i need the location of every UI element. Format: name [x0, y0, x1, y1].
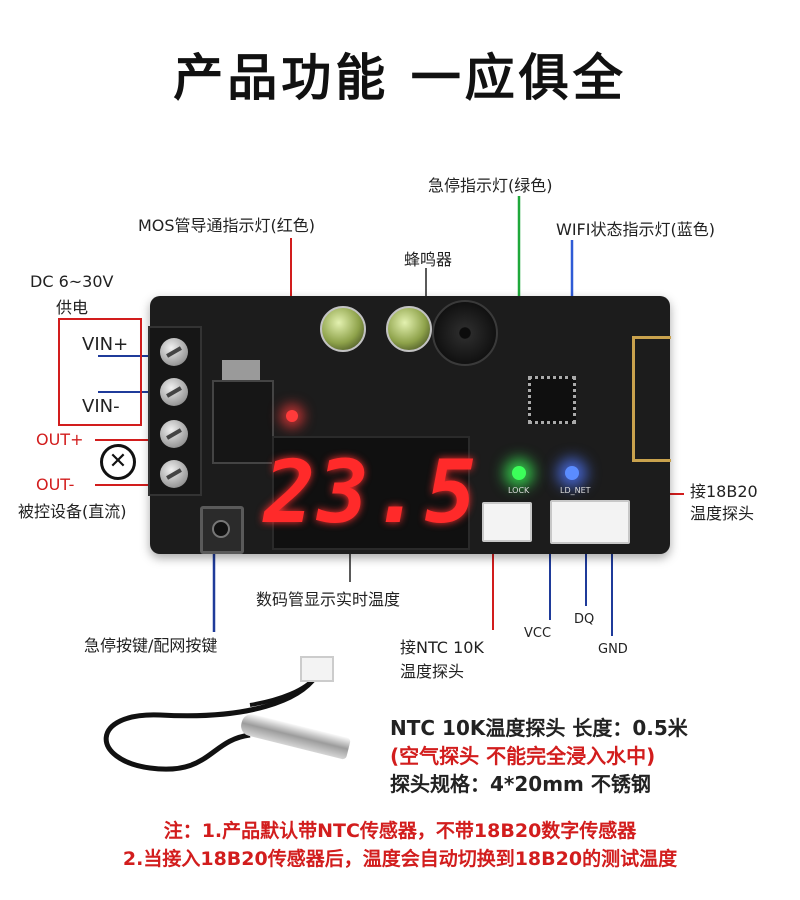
controlled-device-label: 被控设备(直流): [18, 502, 127, 521]
screw-icon: [160, 378, 188, 406]
dq-label: DQ: [574, 612, 595, 627]
wifi-chip: [528, 376, 576, 424]
ntc-label-2: 温度探头: [400, 662, 465, 681]
screw-terminal: [148, 326, 202, 496]
ntc-connector: [482, 502, 532, 542]
screw-icon: [160, 420, 188, 448]
dc-supply-label-2: 供电: [56, 298, 89, 317]
ds18b20-connector: [550, 500, 630, 544]
mos-led-label: MOS管导通指示灯(红色): [138, 216, 316, 235]
note-line-2: 2.当接入18B20传感器后，温度会自动切换到18B20的测试温度: [122, 848, 678, 870]
estop-led: [512, 466, 526, 480]
display-value: 23.5: [263, 443, 479, 543]
vin-plus-label: VIN+: [82, 334, 129, 355]
screw-icon: [160, 338, 188, 366]
buzzer-component: [432, 300, 498, 366]
lock-silkscreen: LOCK: [508, 486, 530, 495]
wifi-led: [565, 466, 579, 480]
capacitor: [320, 306, 366, 352]
spec-size: 探头规格：4*20mm 不锈钢: [390, 772, 651, 796]
estop-button[interactable]: [200, 506, 244, 554]
sensor-plug: [300, 656, 334, 682]
seven-segment-display: 23.5: [263, 436, 477, 550]
gnd-label: GND: [598, 642, 628, 657]
vcc-label: VCC: [524, 626, 552, 641]
display-label: 数码管显示实时温度: [256, 590, 401, 609]
spec-length: NTC 10K温度探头 长度：0.5米: [390, 716, 688, 740]
ds18b20-label-2: 温度探头: [690, 504, 755, 523]
button-label: 急停按键/配网按键: [84, 636, 218, 655]
mos-led: [286, 410, 298, 422]
load-symbol-icon: ✕: [100, 444, 136, 480]
out-plus-label: OUT+: [36, 430, 84, 449]
ntc-label: 接NTC 10K: [400, 638, 484, 657]
dc-supply-label: DC 6~30V: [30, 272, 114, 291]
spec-warning: (空气探头 不能完全浸入水中): [390, 744, 656, 768]
capacitor: [386, 306, 432, 352]
wifi-led-label: WIFI状态指示灯(蓝色): [556, 220, 715, 239]
net-silkscreen: LD_NET: [560, 486, 591, 495]
buzzer-label: 蜂鸣器: [404, 250, 453, 269]
pcb-antenna: [632, 336, 671, 462]
page-title: 产品功能 一应俱全: [173, 49, 627, 107]
mosfet-component: [212, 360, 274, 464]
screw-icon: [160, 460, 188, 488]
estop-led-label: 急停指示灯(绿色): [428, 176, 553, 195]
vin-minus-label: VIN-: [82, 396, 120, 417]
out-minus-label: OUT-: [36, 475, 75, 494]
sensor-cable: [103, 674, 319, 772]
ds18b20-label: 接18B20: [690, 482, 758, 501]
note-line-1: 注：1.产品默认带NTC传感器，不带18B20数字传感器: [163, 820, 637, 842]
vin-group-box: [58, 318, 142, 426]
